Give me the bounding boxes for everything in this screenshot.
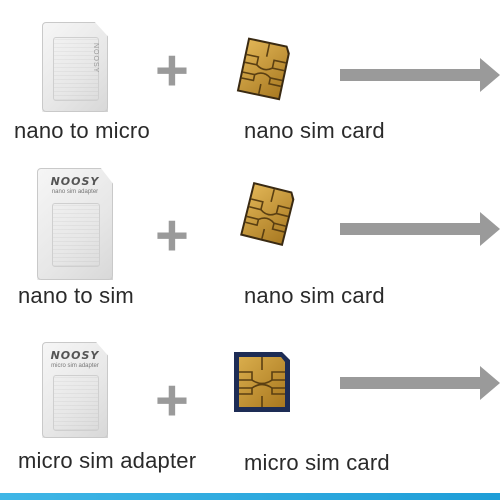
adapter-brand-logo: NOOSY bbox=[50, 175, 100, 188]
arrow-right-icon bbox=[340, 366, 500, 400]
adapter-subtext: nano sim adapter bbox=[51, 189, 99, 195]
nano-to-micro-adapter-image: NOOSY bbox=[42, 22, 108, 112]
micro-sim-adapter-image: NOOSY micro sim adapter bbox=[42, 342, 108, 438]
adapter-slot bbox=[53, 375, 99, 431]
micro-sim-chip-image bbox=[232, 350, 292, 414]
arrow-right-icon bbox=[340, 58, 500, 92]
adapter-subtext: micro sim adapter bbox=[51, 363, 99, 369]
plus-icon: + bbox=[155, 203, 189, 268]
adapter-label: nano to micro bbox=[14, 118, 150, 143]
plus-icon: + bbox=[155, 38, 189, 103]
adapter-brand-logo: NOOSY bbox=[50, 349, 100, 362]
card-label: micro sim card bbox=[244, 450, 390, 475]
nano-sim-chip-image bbox=[236, 181, 296, 247]
nano-to-sim-adapter-image: NOOSY nano sim adapter bbox=[37, 168, 113, 280]
card-label: nano sim card bbox=[244, 283, 385, 308]
adapter-slot bbox=[52, 203, 100, 267]
adapter-label: micro sim adapter bbox=[18, 448, 197, 473]
row-micro-sim-adapter: NOOSY micro sim adapter + bbox=[0, 330, 500, 495]
adapter-side-text: NOOSY bbox=[92, 43, 99, 74]
arrow-right-icon bbox=[340, 212, 500, 246]
accent-bar bbox=[0, 493, 500, 500]
row-nano-to-micro: NOOSY + bbox=[0, 0, 500, 165]
nano-sim-chip-image bbox=[232, 36, 292, 102]
adapter-label: nano to sim bbox=[18, 283, 134, 308]
adapter-slot bbox=[53, 37, 99, 101]
card-label: nano sim card bbox=[244, 118, 385, 143]
row-nano-to-sim: NOOSY nano sim adapter + bbox=[0, 165, 500, 330]
plus-icon: + bbox=[155, 368, 189, 433]
